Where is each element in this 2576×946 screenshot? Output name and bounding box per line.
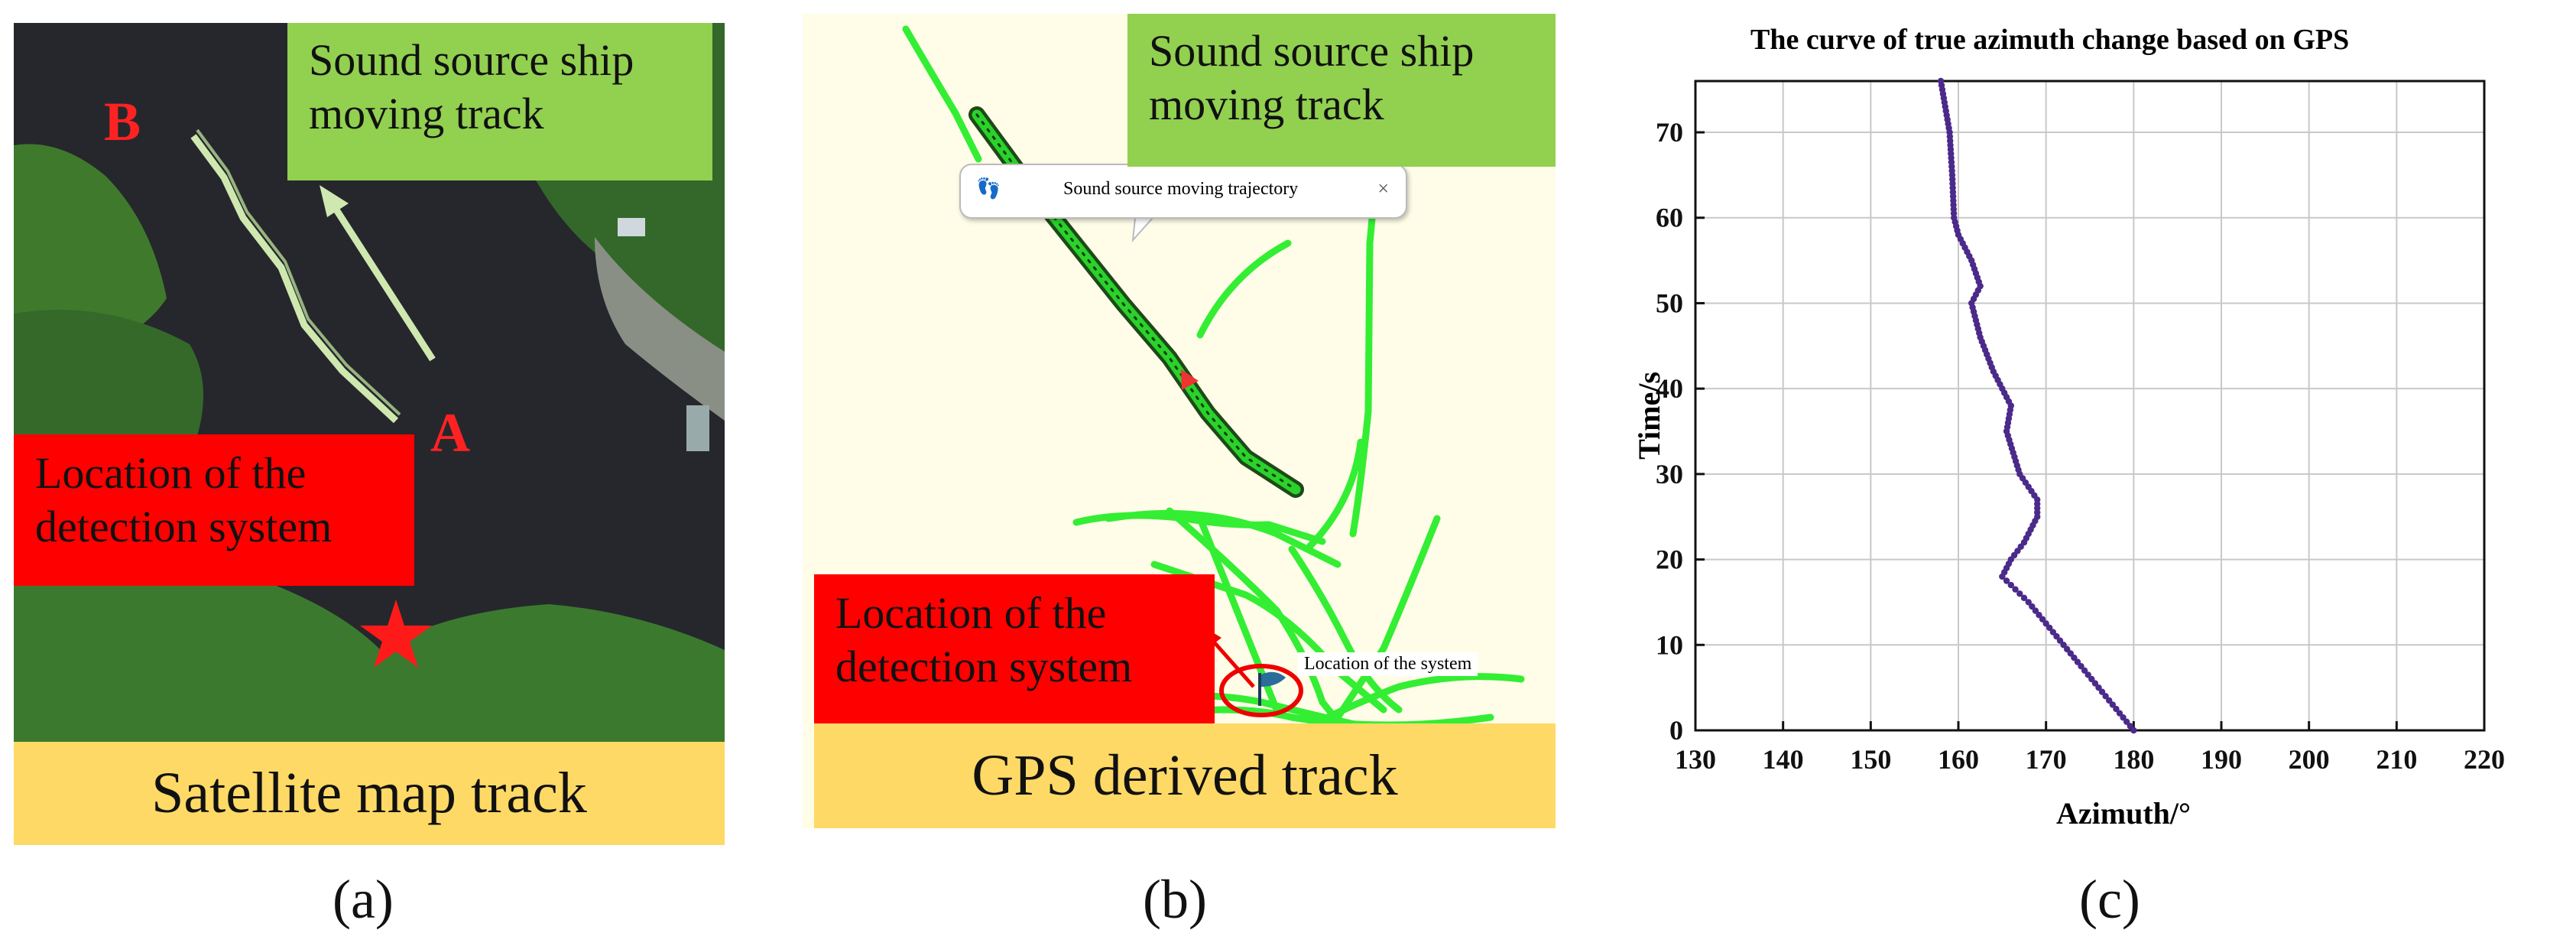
data-point — [1937, 77, 1945, 85]
point-a-label: A — [430, 402, 470, 463]
data-point — [2056, 637, 2064, 644]
data-point — [2067, 650, 2074, 657]
x-tick-label: 190 — [2201, 744, 2242, 775]
data-point — [2084, 671, 2091, 678]
x-tick-label: 140 — [1763, 744, 1804, 775]
data-point — [2007, 581, 2014, 589]
data-point — [2012, 586, 2019, 593]
x-tick-label: 150 — [1850, 744, 1891, 775]
location-label-box: Location of the detection system — [814, 574, 1215, 726]
data-point — [2074, 658, 2081, 665]
data-point — [2091, 680, 2099, 687]
plot-frame — [1694, 80, 2486, 732]
track-label-box: Sound source ship moving track — [287, 23, 712, 180]
x-tick-label: 170 — [2026, 744, 2067, 775]
data-point — [2123, 718, 2130, 726]
data-point — [2130, 727, 2137, 734]
panel-c: The curve of true azimuth change based o… — [1628, 15, 2576, 857]
y-tick-label: 60 — [1656, 203, 1683, 233]
chart-title: The curve of true azimuth change based o… — [1750, 24, 2350, 56]
data-point — [2102, 693, 2109, 700]
x-axis-label: Azimuth/° — [2056, 796, 2191, 831]
data-point — [2127, 723, 2133, 730]
caption-c: (c) — [2079, 869, 2140, 930]
data-point — [2029, 603, 2036, 610]
data-point — [2078, 663, 2084, 670]
data-point — [2020, 594, 2028, 602]
data-point — [2032, 607, 2039, 614]
x-tick-label: 200 — [2289, 744, 2330, 775]
data-point — [2036, 611, 2042, 619]
trajectory-tooltip: 👣 Sound source moving trajectory × — [959, 164, 1407, 219]
data-point — [2060, 642, 2067, 649]
x-tick-label: 130 — [1675, 744, 1716, 775]
gps-derived-track-label: GPS derived track — [814, 723, 1556, 828]
x-tick-label: 210 — [2376, 744, 2417, 775]
data-point — [2025, 599, 2032, 606]
caption-a: (a) — [333, 869, 394, 930]
y-tick-label: 70 — [1656, 117, 1683, 148]
y-tick-label: 30 — [1656, 459, 1683, 489]
track-label-box: Sound source ship moving track — [1127, 14, 1556, 167]
x-tick-label: 220 — [2464, 744, 2505, 775]
y-axis-label: Time/s — [1631, 372, 1666, 460]
data-point — [2039, 616, 2046, 623]
x-tick-label: 180 — [2113, 744, 2154, 775]
data-point — [2016, 590, 2023, 597]
detection-system-star-icon — [360, 600, 432, 668]
data-point — [2003, 577, 2010, 584]
data-point — [2120, 714, 2127, 721]
data-point — [2049, 629, 2057, 636]
data-point — [2116, 710, 2123, 717]
tooltip-text: Sound source moving trajectory — [1063, 179, 1299, 199]
data-point — [2071, 654, 2078, 662]
data-point — [2042, 620, 2049, 627]
data-point — [2095, 684, 2102, 691]
data-point — [2113, 705, 2120, 713]
data-point — [2046, 624, 2053, 632]
y-tick-label: 50 — [1656, 288, 1683, 318]
y-tick-label: 40 — [1656, 373, 1683, 404]
x-tick-label: 160 — [1938, 744, 1979, 775]
data-point — [2081, 667, 2088, 675]
data-point — [2063, 645, 2071, 653]
panel-b: 👣 Sound source moving trajectory × Locat… — [803, 14, 1556, 828]
y-tick-label: 10 — [1656, 629, 1683, 660]
data-point — [2088, 675, 2095, 683]
tooltip-close-icon[interactable]: × — [1377, 177, 1389, 200]
data-point — [2098, 688, 2106, 695]
footprint-icon: 👣 — [976, 177, 1001, 200]
system-location-label: Location of the system — [1298, 652, 1478, 676]
data-point — [2109, 701, 2117, 708]
satellite-map-track-label: Satellite map track — [14, 742, 725, 845]
data-point — [2053, 632, 2060, 640]
location-label-box: Location of the detection system — [14, 434, 414, 586]
y-tick-label: 0 — [1669, 715, 1683, 746]
caption-b: (b) — [1143, 869, 1207, 930]
point-b-label: B — [104, 91, 141, 152]
y-tick-label: 20 — [1656, 545, 1683, 575]
data-point — [2106, 697, 2113, 704]
panel-a: B A Sound source ship moving track Locat… — [14, 23, 725, 845]
azimuth-chart: 130 140 150 160 170 180 190 200 210 220 0 10 20 30 40 5… — [1656, 77, 2505, 775]
